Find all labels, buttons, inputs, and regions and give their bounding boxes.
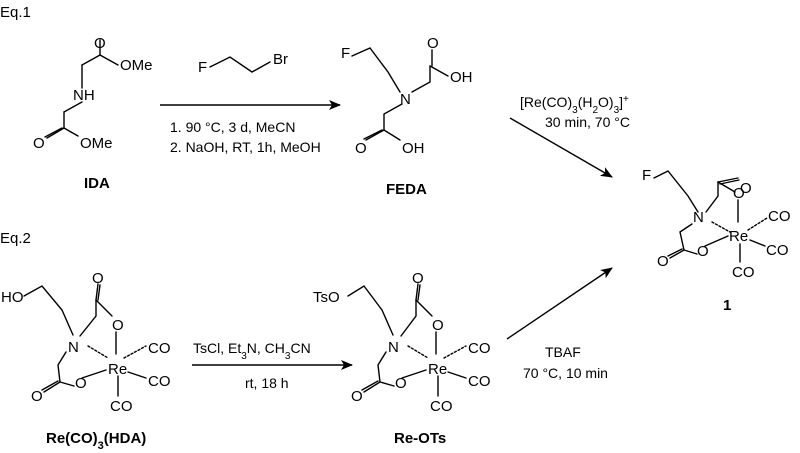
arrow-reots-to-product: [506, 267, 613, 340]
eq2-condition-2: rt, 18 h: [245, 375, 289, 391]
hda-co-2: CO: [148, 373, 171, 390]
reots-re: Re: [428, 361, 447, 378]
re-conditions: 30 min, 70 °C: [545, 114, 630, 130]
hda-re: Re: [108, 361, 127, 378]
reots-tso: TsO: [313, 289, 340, 306]
reagent-br: Br: [273, 51, 288, 68]
product-o-bottom: O: [657, 253, 669, 270]
ida-o-top: O: [94, 35, 106, 52]
reots-o-ring-top: O: [432, 317, 444, 334]
product-o-ring-top: O: [733, 185, 745, 202]
reots-o-bottom: O: [351, 388, 363, 405]
arrow-feda-to-product: [509, 117, 613, 178]
reots-complex-structure: TsO O O N Re CO CO CO O O: [313, 270, 491, 415]
feda-o-top: O: [427, 35, 439, 52]
product-re: Re: [729, 228, 748, 245]
reots-co-3: CO: [430, 398, 453, 415]
eq2-condition-1: TsCl, Et3N, CH3CN: [193, 340, 311, 362]
hda-co-1: CO: [148, 340, 171, 357]
tbaf-reagent: TBAF: [545, 344, 581, 360]
feda-f: F: [341, 45, 350, 62]
hda-name: Re(CO)3(HDA): [46, 430, 146, 452]
hda-n: N: [68, 339, 79, 356]
eq2-label: Eq.2: [0, 230, 31, 247]
product-co-1: CO: [768, 208, 791, 225]
product-o-ring-bottom: O: [697, 243, 709, 260]
reots-o-top: O: [412, 270, 424, 287]
re-tricarbonyl-reagent: [Re(CO)3(H2O)3]+: [520, 94, 629, 116]
feda-name: FEDA: [386, 181, 427, 198]
product-name: 1: [723, 297, 731, 314]
reots-co-2: CO: [468, 373, 491, 390]
hda-o-ring-top: O: [112, 317, 124, 334]
hda-o-ring-bottom: O: [75, 375, 87, 392]
hda-co-3: CO: [110, 398, 133, 415]
reots-name: Re-OTs: [394, 430, 446, 447]
ida-ome-top: OMe: [120, 57, 153, 74]
reots-o-ring-bottom: O: [395, 375, 407, 392]
reagent-f: F: [198, 59, 207, 76]
feda-n: N: [400, 91, 411, 108]
product-co-2: CO: [766, 242, 789, 259]
tbaf-conditions: 70 °C, 10 min: [523, 365, 608, 381]
ida-name: IDA: [84, 175, 110, 192]
product-structure: F O O N Re CO CO CO O O: [642, 167, 791, 281]
reots-co-1: CO: [468, 340, 491, 357]
feda-oh-top: OH: [450, 69, 473, 86]
fluoroethyl-bromide: F Br: [198, 51, 288, 76]
ida-nh: NH: [73, 87, 95, 104]
reots-n: N: [388, 339, 399, 356]
feda-o-bottom: O: [355, 140, 367, 157]
product-co-3: CO: [732, 264, 755, 281]
feda-oh-bottom: OH: [402, 140, 425, 157]
eq1-condition-1: 1. 90 °C, 3 d, MeCN: [170, 119, 295, 135]
ida-o-bottom: O: [33, 135, 45, 152]
product-f: F: [642, 167, 651, 184]
product-o-top: O: [740, 180, 752, 197]
ida-ome-bottom: OMe: [80, 135, 113, 152]
feda-structure: F O OH N O OH: [341, 35, 473, 157]
hda-ho: HO: [1, 289, 24, 306]
eq1-condition-2: 2. NaOH, RT, 1h, MeOH: [170, 139, 321, 155]
hda-o-bottom: O: [31, 388, 43, 405]
hda-complex-structure: HO O O N Re CO CO CO O O: [1, 270, 171, 415]
ida-structure: O OMe NH O OMe: [33, 35, 153, 152]
eq1-label: Eq.1: [0, 4, 31, 21]
hda-o-top: O: [92, 270, 104, 287]
product-n: N: [693, 209, 704, 226]
